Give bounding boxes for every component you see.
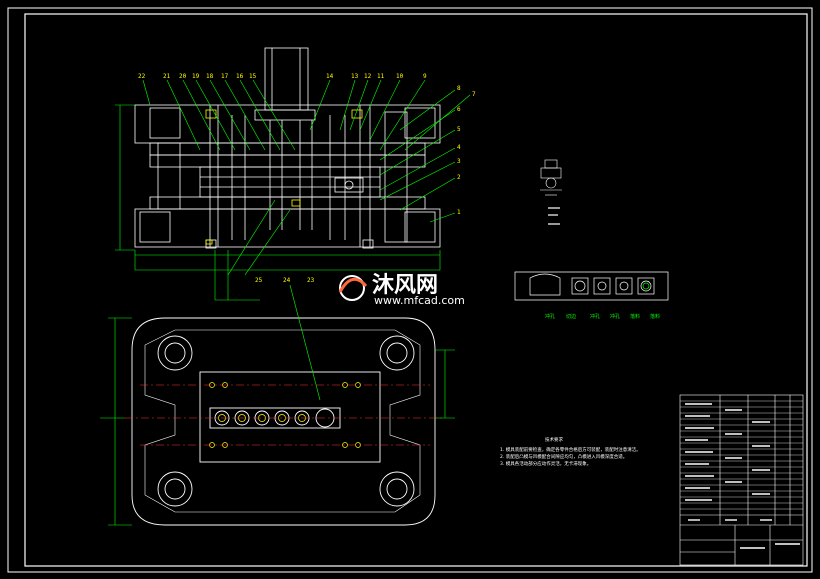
outer-frame <box>7 7 813 573</box>
tech-req-title: 技术要求 <box>545 436 563 443</box>
inner-frame <box>24 13 808 567</box>
plan-view <box>131 317 436 526</box>
balloon: 9 <box>423 73 427 80</box>
balloon: 10 <box>396 73 404 80</box>
balloon: 13 <box>351 73 359 80</box>
watermark-logo-icon <box>338 275 368 301</box>
balloon: 7 <box>472 91 476 98</box>
detail-view-notes <box>548 207 560 225</box>
balloon: 5 <box>457 126 461 133</box>
bom-rows <box>680 400 803 510</box>
balloon: 4 <box>457 144 461 151</box>
balloon: 22 <box>138 73 146 80</box>
part-balloons-top-right: 14 13 12 11 10 9 <box>326 73 427 80</box>
part-balloons-right: 8 7 6 5 4 3 2 1 <box>457 85 476 216</box>
strip-label: 冲孔 <box>610 313 620 320</box>
balloon: 19 <box>192 73 200 80</box>
balloon: 8 <box>457 85 461 92</box>
strip-label: 落料 <box>650 313 660 320</box>
strip-label: 冲孔 <box>590 313 600 320</box>
strip-label: 落料 <box>630 313 640 320</box>
balloon: 1 <box>457 209 461 216</box>
balloon: 25 <box>255 277 263 284</box>
balloon: 24 <box>283 277 291 284</box>
tech-req-line: 3. 模具各活动部分应动作灵活，无卡滞现象。 <box>500 460 591 467</box>
balloon: 21 <box>163 73 171 80</box>
plan-view-dimensions <box>100 284 455 526</box>
tech-req-line: 2. 装配后凸模与凹模配合间隙应均匀，凸模进入凹模深度合适。 <box>500 453 627 460</box>
watermark-url: www.mfcad.com <box>374 294 465 307</box>
watermark-text: 沐风网 <box>372 273 438 298</box>
title-block <box>679 394 804 566</box>
balloon: 11 <box>377 73 385 80</box>
balloon: 20 <box>179 73 187 80</box>
balloon: 18 <box>206 73 214 80</box>
part-balloons-bottom: 25 24 23 <box>255 277 315 284</box>
balloon: 14 <box>326 73 334 80</box>
balloon: 15 <box>249 73 257 80</box>
bom-text-marks <box>685 403 800 549</box>
balloon: 17 <box>221 73 229 80</box>
strip-label: 冲孔 <box>545 313 555 320</box>
front-view-dimensions <box>115 79 471 301</box>
strip-layout <box>514 271 669 301</box>
balloon: 2 <box>457 174 461 181</box>
front-section-view <box>134 47 441 249</box>
balloon: 16 <box>236 73 244 80</box>
tech-req-line: 1. 模具装配前要检查，确定各零件合格后方可装配，装配时注意清洁。 <box>500 446 641 453</box>
balloon: 3 <box>457 158 461 165</box>
strip-label: 切边 <box>566 313 576 320</box>
balloon: 23 <box>307 277 315 284</box>
balloon: 6 <box>457 106 461 113</box>
watermark: 沐风网 www.mfcad.com <box>338 273 465 307</box>
detail-view-punch <box>540 159 562 196</box>
balloon: 12 <box>364 73 372 80</box>
part-balloons-top-left: 22 21 20 19 18 17 16 15 <box>138 73 257 80</box>
technical-requirements: 技术要求 1. 模具装配前要检查，确定各零件合格后方可装配，装配时注意清洁。 2… <box>500 436 641 467</box>
plan-view-holes <box>209 382 361 448</box>
plan-view-center-lines <box>125 384 445 446</box>
strip-labels: 冲孔 切边 冲孔 冲孔 落料 落料 <box>545 313 660 320</box>
